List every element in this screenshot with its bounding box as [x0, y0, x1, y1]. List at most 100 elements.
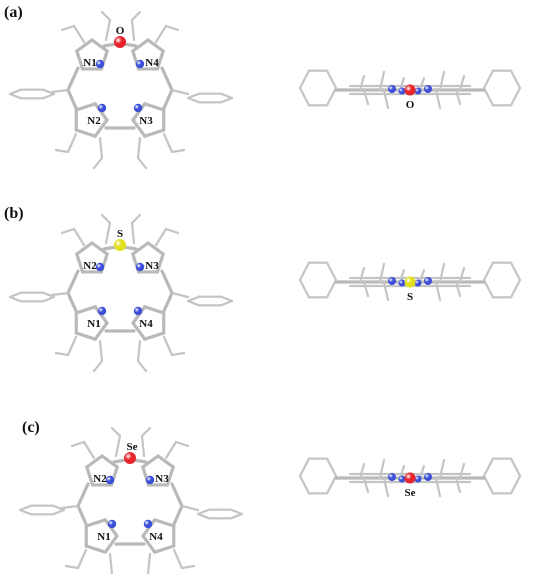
- bond: [382, 88, 390, 110]
- pyrrole-bond: [75, 241, 94, 256]
- pyrrole-bond: [155, 252, 165, 274]
- bond: [458, 462, 466, 480]
- nitrogen-sphere: [133, 103, 143, 113]
- pyrrole-bond: [141, 534, 157, 554]
- phenyl-bond: [298, 69, 311, 90]
- pyrrole-bond: [143, 331, 166, 341]
- heteroatom-sphere: [114, 36, 126, 48]
- pyrrole-bond: [146, 38, 165, 53]
- bond: [418, 76, 426, 92]
- bond: [160, 66, 174, 92]
- bond: [72, 24, 86, 44]
- heteroatom-label: S: [117, 228, 123, 240]
- bond: [130, 213, 142, 225]
- bond: [180, 564, 196, 570]
- pyrrole-bond: [85, 454, 104, 469]
- phenyl-bond: [325, 457, 338, 478]
- phenyl-bond: [509, 261, 522, 282]
- pyrrole-bond: [93, 118, 109, 138]
- bond: [60, 227, 76, 235]
- bond: [458, 266, 466, 284]
- nitrogen-sphere: [135, 59, 145, 69]
- bond: [454, 88, 462, 106]
- heteroatom-sphere: [404, 472, 416, 484]
- phenyl-bond: [482, 261, 495, 282]
- phenyl-bond: [186, 299, 201, 307]
- pyrrole-bond: [131, 321, 147, 341]
- phenyl-bond: [51, 504, 66, 512]
- heteroatom-sphere: [404, 276, 416, 288]
- bond: [98, 339, 104, 363]
- pyrrole-bond: [74, 305, 97, 315]
- nitrogen-sphere: [107, 519, 117, 529]
- phenyl-bond: [325, 69, 338, 90]
- pyrrole-bond: [75, 38, 94, 53]
- pyrrole-bond: [75, 252, 85, 274]
- phenyl-bond: [219, 96, 234, 104]
- bond: [162, 291, 174, 313]
- pyrrole-bond: [93, 321, 109, 341]
- nitrogen-sphere: [414, 475, 422, 483]
- bond: [378, 70, 386, 92]
- bond: [170, 482, 184, 508]
- bond: [66, 269, 80, 295]
- heteroatom-sphere: [114, 239, 126, 251]
- phenyl-bond: [482, 457, 495, 478]
- bond: [180, 504, 200, 512]
- bond: [50, 88, 70, 94]
- nitrogen-sphere: [424, 473, 432, 481]
- nitrogen-sphere: [398, 279, 406, 287]
- nitrogen-sphere: [97, 306, 107, 316]
- phenyl-bond: [186, 92, 201, 100]
- bond: [358, 266, 366, 284]
- phenyl-bond: [482, 278, 495, 299]
- nitrogen-sphere: [414, 279, 422, 287]
- bond: [66, 66, 80, 92]
- pyrrole-bond: [153, 518, 176, 528]
- phenyl-bond: [509, 474, 522, 495]
- phenyl-bond: [219, 295, 234, 303]
- bond: [382, 476, 390, 498]
- heteroatom-label-side: S: [407, 291, 413, 303]
- phenyl-bond: [482, 474, 495, 495]
- nitrogen-sphere: [97, 103, 107, 113]
- bond: [136, 339, 142, 363]
- bond: [154, 24, 168, 44]
- nitrogen-label: N1: [83, 57, 96, 69]
- bond: [154, 227, 168, 247]
- phenyl-bond: [41, 92, 56, 100]
- pyrrole-bond: [84, 518, 107, 528]
- bond: [140, 426, 152, 438]
- phenyl-bond: [509, 457, 522, 478]
- nitrogen-sphere: [133, 306, 143, 316]
- phenyl-bond: [325, 278, 338, 299]
- phenyl-bond: [509, 86, 522, 107]
- nitrogen-sphere: [95, 59, 105, 69]
- phenyl-bond: [8, 88, 23, 96]
- pyrrole-bond: [146, 241, 165, 256]
- bond: [358, 74, 366, 92]
- phenyl-bond: [298, 261, 311, 282]
- bond: [164, 24, 180, 32]
- phenyl-bond: [298, 474, 311, 495]
- bond: [170, 291, 190, 299]
- bond: [434, 476, 442, 498]
- bond: [66, 88, 78, 110]
- pyrrole-bond: [75, 49, 85, 71]
- nitrogen-sphere: [388, 85, 396, 93]
- phenyl-bond: [298, 86, 311, 107]
- pyrrole-bond: [84, 544, 107, 554]
- bond: [164, 440, 178, 460]
- nitrogen-sphere: [424, 85, 432, 93]
- pyrrole-bond: [74, 128, 97, 138]
- bond: [174, 440, 190, 448]
- pyrrole-bond: [143, 102, 166, 112]
- phenyl-bond: [325, 474, 338, 495]
- bond: [162, 335, 174, 357]
- bond: [100, 10, 112, 22]
- bond: [164, 227, 180, 235]
